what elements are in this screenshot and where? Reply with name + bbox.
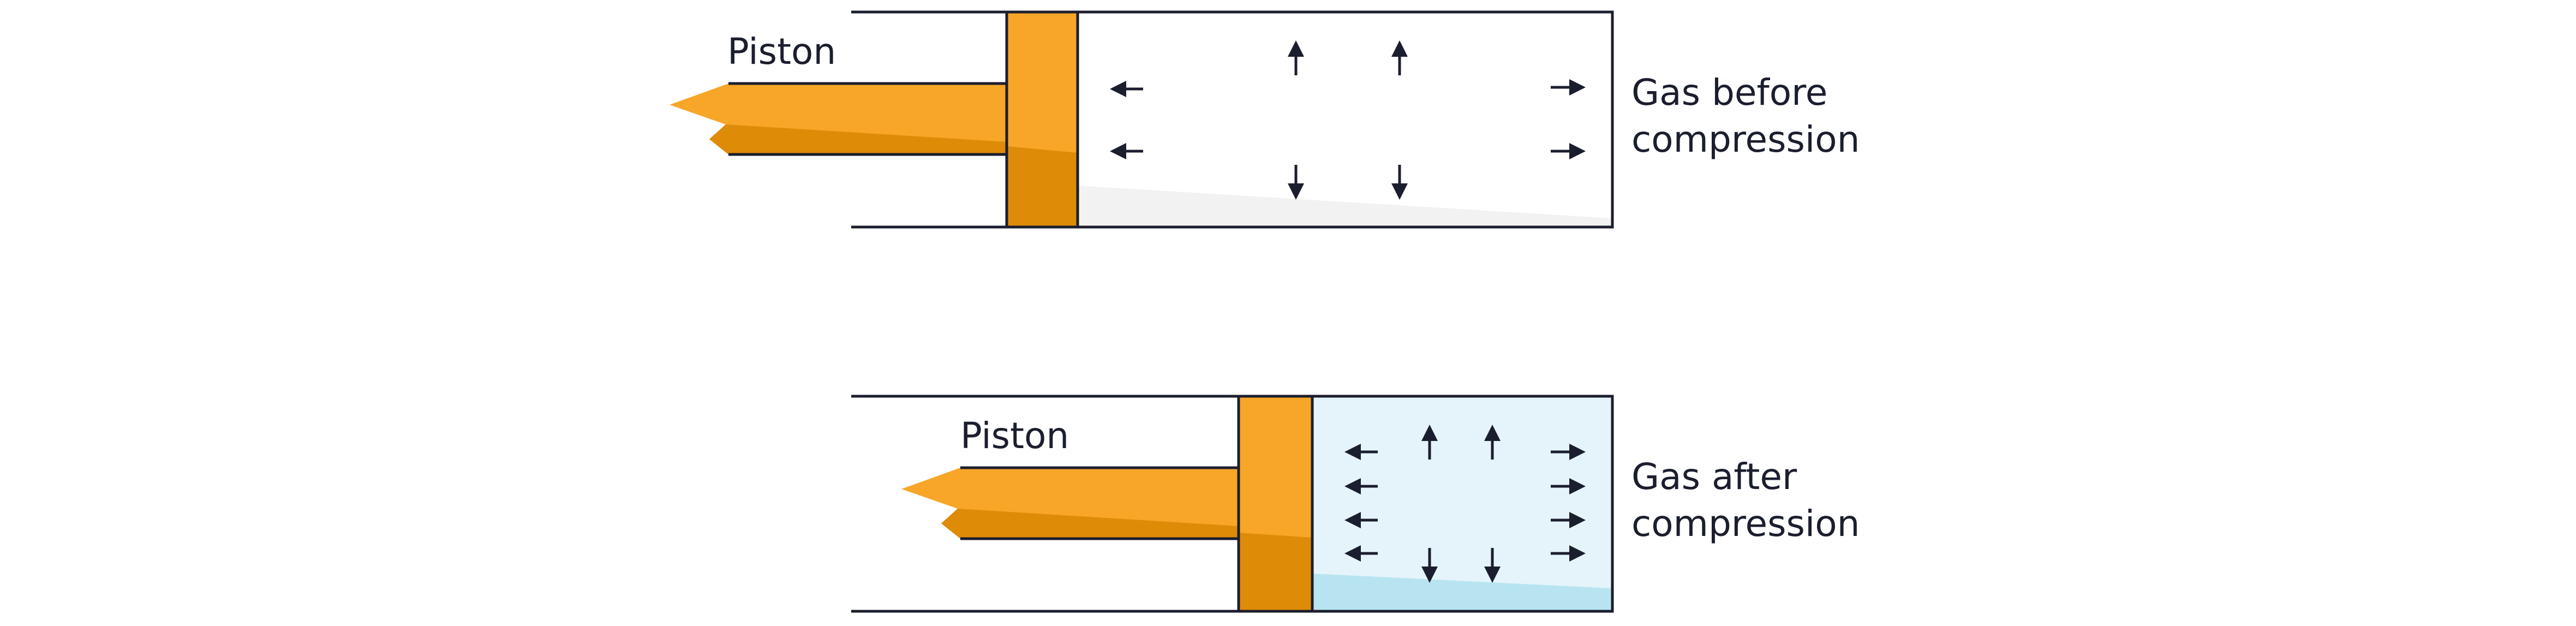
gas-label-before-line2: compression: [1631, 118, 1860, 160]
cylinder-before: [670, 10, 1614, 229]
gas-shade-before: [1078, 186, 1612, 227]
gas-label-after: Gas after compression: [1631, 454, 1860, 547]
gas-label-after-line1: Gas after: [1631, 456, 1797, 498]
piston-label-after: Piston: [960, 415, 1069, 457]
piston-rod-shade-after: [941, 509, 1239, 539]
cylinder-wall-before: [851, 10, 1614, 229]
cylinder-wall-after: [851, 395, 1614, 613]
piston-head-outline-before: [1005, 10, 1079, 229]
piston-label-before: Piston: [727, 31, 836, 73]
piston-rod-shade-before: [709, 124, 1007, 154]
gas-label-before-line1: Gas before: [1631, 71, 1828, 114]
cylinder-after: [851, 395, 1614, 613]
gas-label-after-line2: compression: [1631, 503, 1860, 545]
molecule-arrows-after: [1344, 425, 1586, 583]
gas-shade-after: [1312, 574, 1612, 611]
piston-before: [670, 10, 1079, 229]
gas-chamber-after: [1312, 396, 1612, 611]
piston-head-shade-after: [1239, 533, 1312, 611]
gas-label-before: Gas before compression: [1631, 69, 1860, 163]
piston-after: [901, 395, 1314, 613]
piston-head-shade-before: [1007, 146, 1078, 227]
molecule-arrows-before: [1110, 40, 1586, 200]
piston-head-outline-after: [1237, 395, 1314, 613]
